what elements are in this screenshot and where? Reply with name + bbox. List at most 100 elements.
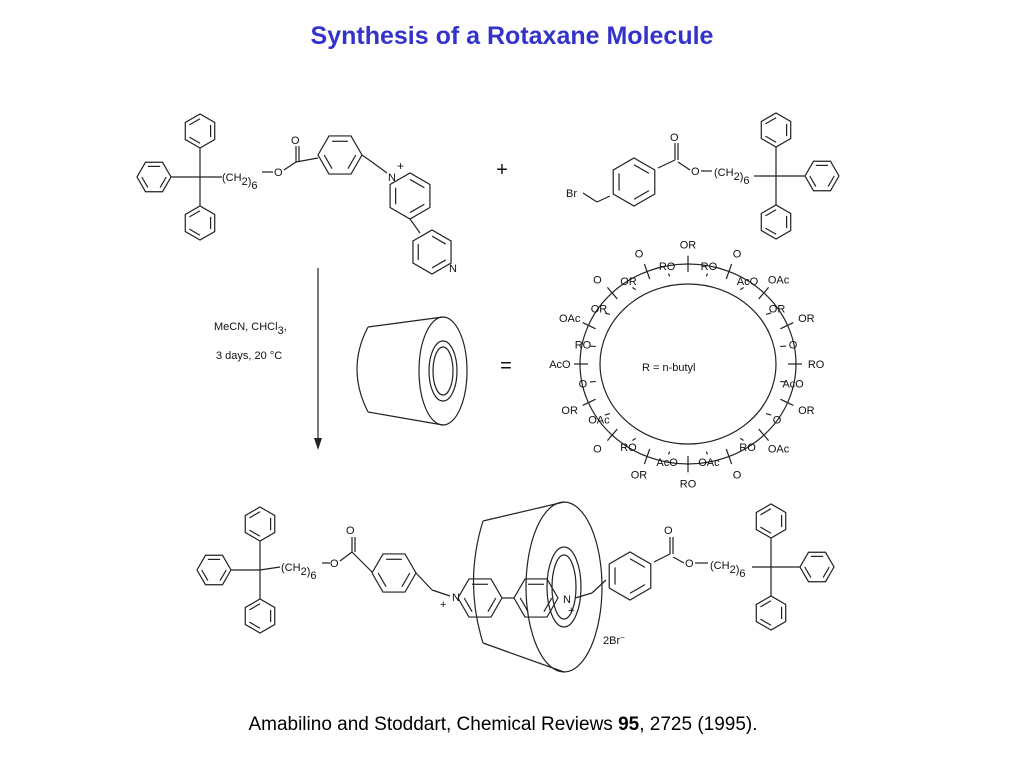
bond-br-ch2 — [582, 192, 598, 203]
ring-double-bond — [249, 621, 261, 629]
ring-double-bond — [809, 175, 817, 187]
chain-part: (CH — [710, 560, 730, 572]
macrocycle-substituent: OR — [620, 276, 637, 288]
substituent-bond — [739, 437, 744, 441]
phenyl-ring-side — [136, 161, 172, 193]
substituent-bond — [780, 380, 787, 383]
ring-double-bond — [323, 154, 333, 170]
ring-double-bond — [765, 135, 777, 143]
ring-outline — [457, 578, 503, 618]
macrocycle-substituent: RO — [659, 261, 676, 273]
macrocycle-substituent: RO — [739, 442, 756, 454]
phenyl-ring-top — [755, 503, 787, 539]
macrocycle-substituent: OR — [591, 303, 608, 315]
chain-part: (CH — [714, 167, 734, 179]
ring-double-bond — [487, 597, 497, 613]
product-cone-top-edge — [482, 501, 565, 522]
phenyl-ring-bottom — [184, 205, 216, 241]
ring-double-bond — [377, 572, 387, 588]
chain-text: (CH2)6 — [222, 172, 257, 192]
bond-carbonyl-o — [677, 161, 691, 171]
citation-suffix: , 2725 (1995). — [639, 714, 758, 735]
product-left-chain: (CH2)6 — [281, 562, 316, 582]
product-right-pyridinium-ring — [513, 578, 559, 618]
reactant2-bromine: Br — [566, 188, 577, 200]
bond-carbonyl-o — [672, 556, 685, 564]
ring-double-bond — [765, 117, 777, 125]
phenyl-ring-bottom — [755, 595, 787, 631]
chain-part: ) — [740, 171, 744, 183]
macrocycle-substituent: O — [733, 249, 742, 261]
bond-ring-carbonyl — [657, 159, 676, 169]
reactant1-chain: (CH2)6 — [222, 172, 257, 192]
ring-double-bond — [219, 569, 227, 581]
product-cone-cavity-outer — [546, 546, 582, 628]
ring-double-bond — [760, 600, 772, 608]
macrocycle-substituent: OR — [798, 405, 815, 417]
bond-trityl-chain — [259, 566, 281, 571]
macrocycle-substituent: AcO — [549, 359, 571, 371]
condition-part: 3 — [278, 325, 284, 337]
product-left-carbonyl-oxygen: O — [346, 525, 355, 537]
chain-text: (CH2)6 — [714, 167, 749, 187]
product-left-pyridinium-n: N — [452, 592, 460, 604]
bond-o-carbonyl — [339, 551, 353, 562]
product-left-ester-oxygen: O — [330, 558, 339, 570]
phenyl-ring-bottom — [760, 204, 792, 240]
reactant2-carbonyl-oxygen: O — [670, 132, 679, 144]
reactant1-ester-oxygen: O — [274, 167, 283, 179]
macrocycle-substituent: O — [773, 415, 782, 427]
citation: Amabilino and Stoddart, Chemical Reviews… — [0, 714, 1006, 736]
product-cone-cavity-inner — [551, 554, 577, 620]
macrocycle-ring-inner — [599, 283, 777, 445]
equals-sign: = — [500, 355, 512, 377]
bond-n-ch2 — [574, 592, 593, 599]
product-right-chain: (CH2)6 — [710, 560, 745, 580]
bond-ch2-n — [371, 161, 388, 174]
phenyl-ring-side — [799, 551, 835, 583]
ring-double-bond — [765, 227, 777, 235]
ring-outline — [755, 503, 787, 539]
substituent-bond — [725, 263, 733, 280]
ring-outline — [371, 553, 417, 593]
chain-text: (CH2)6 — [710, 560, 745, 580]
phenyl-ring-top — [244, 506, 276, 542]
ring-double-bond — [189, 228, 201, 236]
condition-part: MeCN, CHCl — [214, 321, 278, 333]
reaction-conditions-line1: MeCN, CHCl3, — [214, 321, 287, 337]
substituent-bond — [705, 451, 709, 455]
reactant1-benzene-ring — [317, 135, 363, 175]
substituent-bond — [582, 322, 596, 330]
citation-prefix: Amabilino and Stoddart, Chemical Reviews — [248, 714, 619, 735]
substituent-bond — [765, 312, 772, 315]
macrocycle-substituent: RO — [620, 442, 637, 454]
phenyl-ring-top — [184, 113, 216, 149]
macrocycle-substituent: O — [579, 379, 588, 391]
ring-double-bond — [633, 164, 650, 174]
substituent-bond — [643, 263, 651, 280]
product-cone-bottom-edge — [482, 642, 565, 673]
ring-double-bond — [431, 235, 447, 245]
condition-part: , — [284, 321, 287, 333]
ring-double-bond — [822, 566, 830, 578]
ring-double-bond — [431, 259, 447, 269]
cone-narrow-rim — [356, 326, 369, 413]
macrocycle-substituent: RO — [575, 339, 592, 351]
macrocycle-substituent: AcO — [737, 276, 759, 288]
ring-double-bond — [189, 210, 201, 218]
cone-cavity-inner — [432, 346, 454, 396]
bond-ch2-ring — [591, 579, 607, 594]
substituent-bond — [632, 437, 637, 441]
product-right-pyridinium-n: N — [563, 594, 571, 606]
macrocycle-substituent: OR — [631, 469, 648, 481]
product-left-benzene-ring — [371, 553, 417, 593]
ring-double-bond — [401, 572, 411, 588]
plus-sign: + — [496, 159, 508, 181]
ring-double-bond — [760, 618, 772, 626]
bond-o-carbonyl — [283, 161, 297, 171]
ring-double-bond — [249, 529, 261, 537]
cone-bottom-edge — [367, 411, 444, 426]
phenyl-ring-side — [804, 160, 840, 192]
